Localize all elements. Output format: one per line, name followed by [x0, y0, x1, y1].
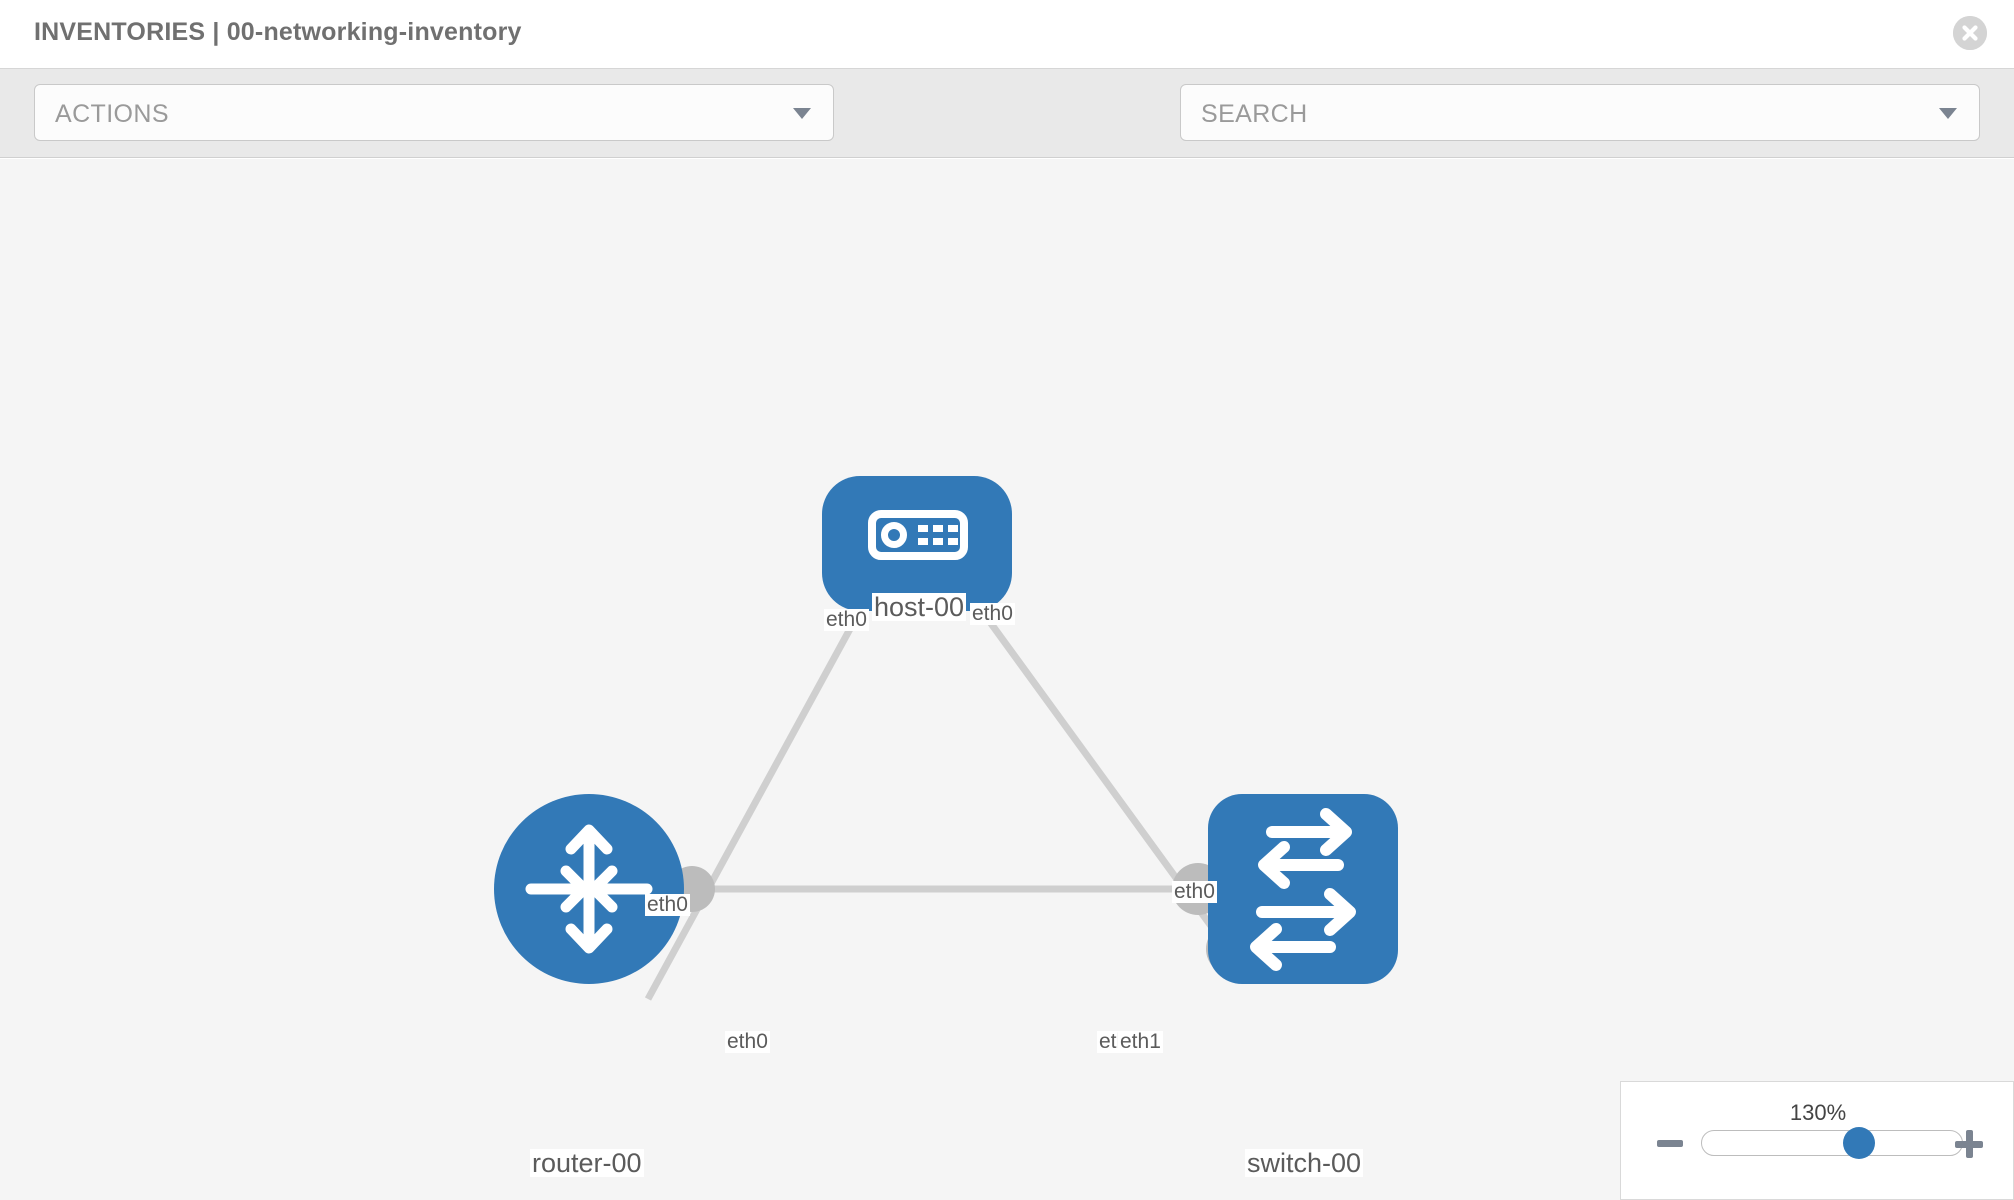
topology-canvas[interactable]: host-00 router-00 switch-00 eth0 eth0 et… [0, 159, 2014, 1200]
iface-label-switch-up: eth0 [1172, 880, 1217, 904]
actions-dropdown-label: ACTIONS [55, 100, 169, 128]
iface-label-host-right: eth0 [970, 602, 1015, 626]
search-input[interactable]: SEARCH [1180, 84, 1980, 141]
page-header: INVENTORIES | 00-networking-inventory [0, 0, 2014, 68]
chevron-down-icon [793, 108, 811, 119]
close-icon[interactable] [1953, 16, 1987, 50]
iface-label-router-up: eth0 [645, 893, 690, 917]
page-title: INVENTORIES | 00-networking-inventory [34, 18, 522, 46]
edge-host-router [644, 572, 884, 1001]
node-router-00[interactable] [494, 794, 684, 984]
plus-icon[interactable] [1955, 1130, 1983, 1158]
node-host-00[interactable] [822, 476, 1012, 611]
iface-label-router-right: eth0 [725, 1030, 770, 1054]
node-label-host: host-00 [872, 592, 967, 622]
actions-dropdown[interactable]: ACTIONS [34, 84, 834, 141]
topology-graph [494, 476, 1398, 1001]
minus-icon[interactable] [1657, 1140, 1683, 1147]
chevron-down-icon[interactable] [1939, 108, 1957, 119]
search-placeholder: SEARCH [1201, 100, 1308, 128]
iface-label-switch-left: eth1 [1118, 1030, 1163, 1054]
router-arrows-icon [525, 824, 653, 954]
server-icon [868, 510, 968, 560]
zoom-control-panel: 130% [1620, 1081, 2014, 1200]
node-label-router: router-00 [530, 1148, 644, 1178]
switch-arrows-icon [1250, 808, 1356, 971]
node-label-switch: switch-00 [1245, 1148, 1364, 1178]
zoom-level-value: 130% [1789, 1100, 1847, 1125]
node-switch-00[interactable] [1208, 794, 1398, 984]
iface-label-host-left: eth0 [824, 608, 869, 632]
zoom-slider-thumb[interactable] [1843, 1127, 1875, 1159]
toolbar: ACTIONS SEARCH [0, 68, 2014, 200]
zoom-slider-track[interactable] [1701, 1130, 1963, 1156]
